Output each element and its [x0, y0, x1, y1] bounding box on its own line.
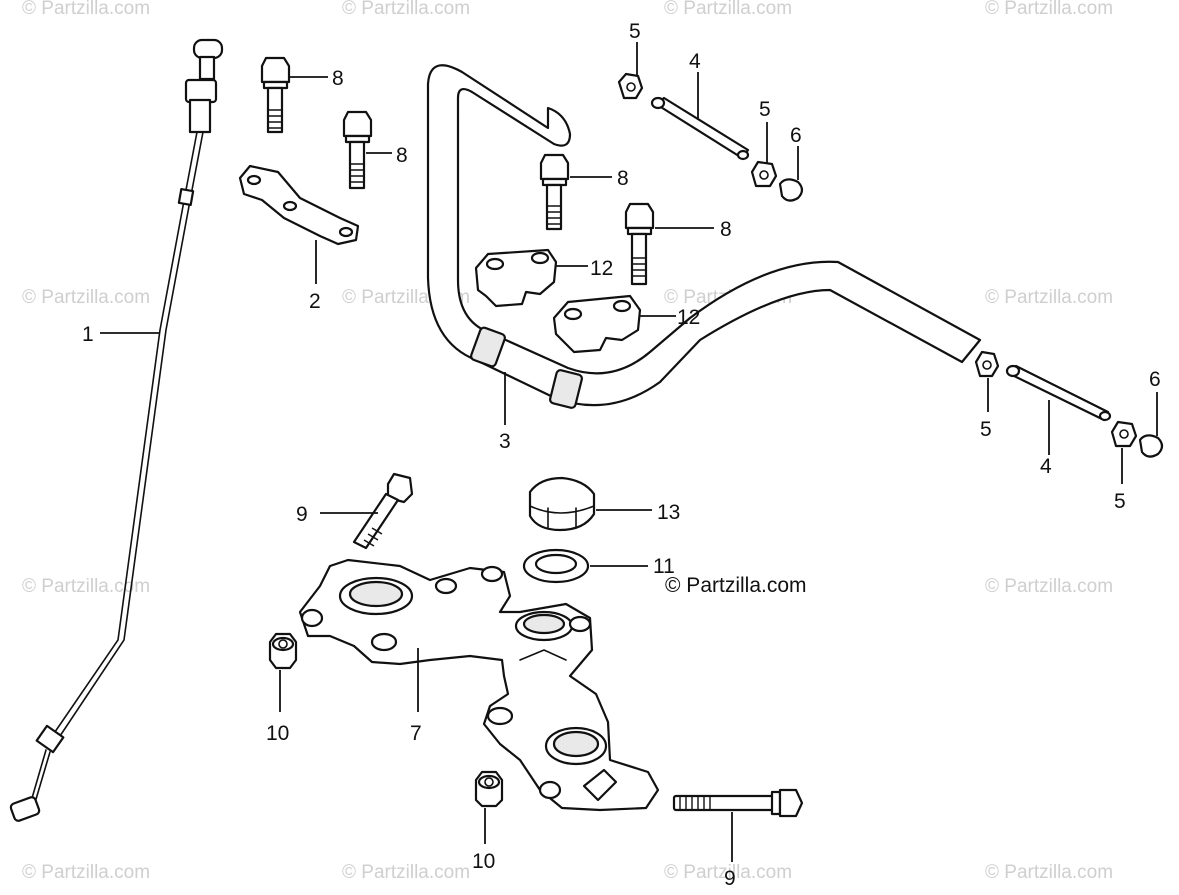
callout-9: 9 — [296, 503, 308, 526]
callout-8: 8 — [332, 67, 344, 90]
callout-10: 10 — [472, 850, 495, 873]
callout-10: 10 — [266, 722, 289, 745]
callout-13: 13 — [657, 501, 680, 524]
watermark-text: © Partzilla.com — [22, 576, 150, 597]
nut-part-5-b[interactable] — [750, 160, 778, 188]
callout-2: 2 — [309, 290, 321, 313]
nut-part-5-d[interactable] — [1110, 420, 1138, 448]
holder-part-12-b[interactable] — [552, 294, 642, 354]
clip-part-6-a[interactable] — [778, 178, 804, 202]
callout-3: 3 — [499, 430, 511, 453]
holder-part-12-a[interactable] — [474, 248, 558, 308]
pin-part-4-b[interactable] — [1005, 364, 1112, 422]
nut-part-10-a[interactable] — [268, 632, 298, 670]
copyright-text: © Partzilla.com — [665, 574, 807, 597]
bolt-part-8-a[interactable] — [260, 56, 291, 134]
watermark-text: © Partzilla.com — [22, 287, 150, 308]
bracket-part-2[interactable] — [238, 164, 360, 246]
watermark-text: © Partzilla.com — [342, 862, 470, 883]
watermark-text: © Partzilla.com — [985, 862, 1113, 883]
callout-7: 7 — [410, 722, 422, 745]
bolt-part-8-d[interactable] — [624, 202, 655, 286]
watermark-text: © Partzilla.com — [342, 0, 470, 19]
watermark-text: © Partzilla.com — [985, 287, 1113, 308]
callout-6: 6 — [790, 124, 802, 147]
handlebar-part-3[interactable] — [426, 64, 982, 409]
callout-9: 9 — [724, 867, 736, 890]
bolt-part-9-a[interactable] — [352, 472, 414, 550]
watermark-text: © Partzilla.com — [985, 0, 1113, 19]
watermark-text: © Partzilla.com — [22, 862, 150, 883]
nut-part-5-c[interactable] — [974, 350, 1000, 378]
callout-1: 1 — [82, 323, 94, 346]
cable-part-1[interactable] — [9, 38, 224, 822]
cap-nut-part-13[interactable] — [528, 476, 596, 532]
clip-part-6-b[interactable] — [1138, 434, 1164, 458]
nut-part-5-a[interactable] — [617, 72, 644, 100]
watermark-text: © Partzilla.com — [664, 0, 792, 19]
watermark-text: © Partzilla.com — [985, 576, 1113, 597]
callout-5: 5 — [980, 418, 992, 441]
bolt-part-8-b[interactable] — [342, 110, 373, 190]
callout-8: 8 — [617, 167, 629, 190]
watermark-text: © Partzilla.com — [664, 862, 792, 883]
watermark-text: © Partzilla.com — [22, 0, 150, 19]
callout-5: 5 — [629, 20, 641, 43]
washer-part-11[interactable] — [522, 548, 590, 584]
watermark-layer: © Partzilla.com © Partzilla.com © Partzi… — [22, 0, 1113, 883]
callout-11: 11 — [653, 555, 675, 578]
callout-6: 6 — [1149, 368, 1161, 391]
bolt-part-9-b[interactable] — [672, 788, 804, 818]
pin-part-4-a[interactable] — [650, 96, 750, 161]
callout-8: 8 — [720, 218, 732, 241]
nut-part-10-b[interactable] — [474, 770, 504, 808]
callout-12: 12 — [677, 306, 700, 329]
bolt-part-8-c[interactable] — [539, 153, 570, 231]
callout-4: 4 — [1040, 455, 1052, 478]
callout-4: 4 — [689, 50, 701, 73]
callout-5: 5 — [759, 98, 771, 121]
fork-bridge-part-7[interactable] — [298, 558, 660, 812]
callout-12: 12 — [590, 257, 613, 280]
callout-8: 8 — [396, 144, 408, 167]
callout-5: 5 — [1114, 490, 1126, 513]
